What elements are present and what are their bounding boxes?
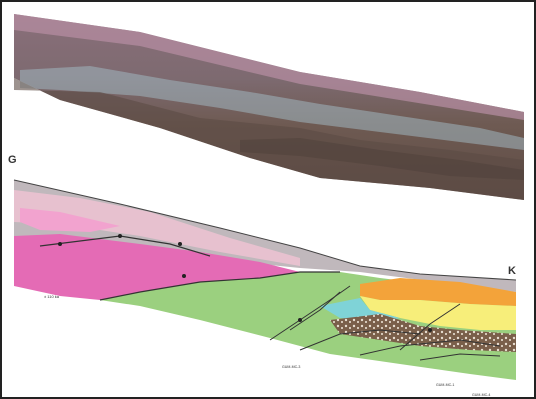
sample-label-2: GUM-MC-1 — [436, 383, 454, 387]
panel-label-left: G — [8, 154, 17, 166]
sample-label-3: GUM-MC-4 — [472, 393, 490, 397]
geologic-section — [14, 180, 516, 380]
panel-label-right: K — [508, 265, 516, 277]
outcrop-photo — [14, 14, 524, 200]
sample-label-1: GUM-MC-3 — [282, 365, 300, 369]
age-label: ± 110 ka — [44, 294, 60, 299]
